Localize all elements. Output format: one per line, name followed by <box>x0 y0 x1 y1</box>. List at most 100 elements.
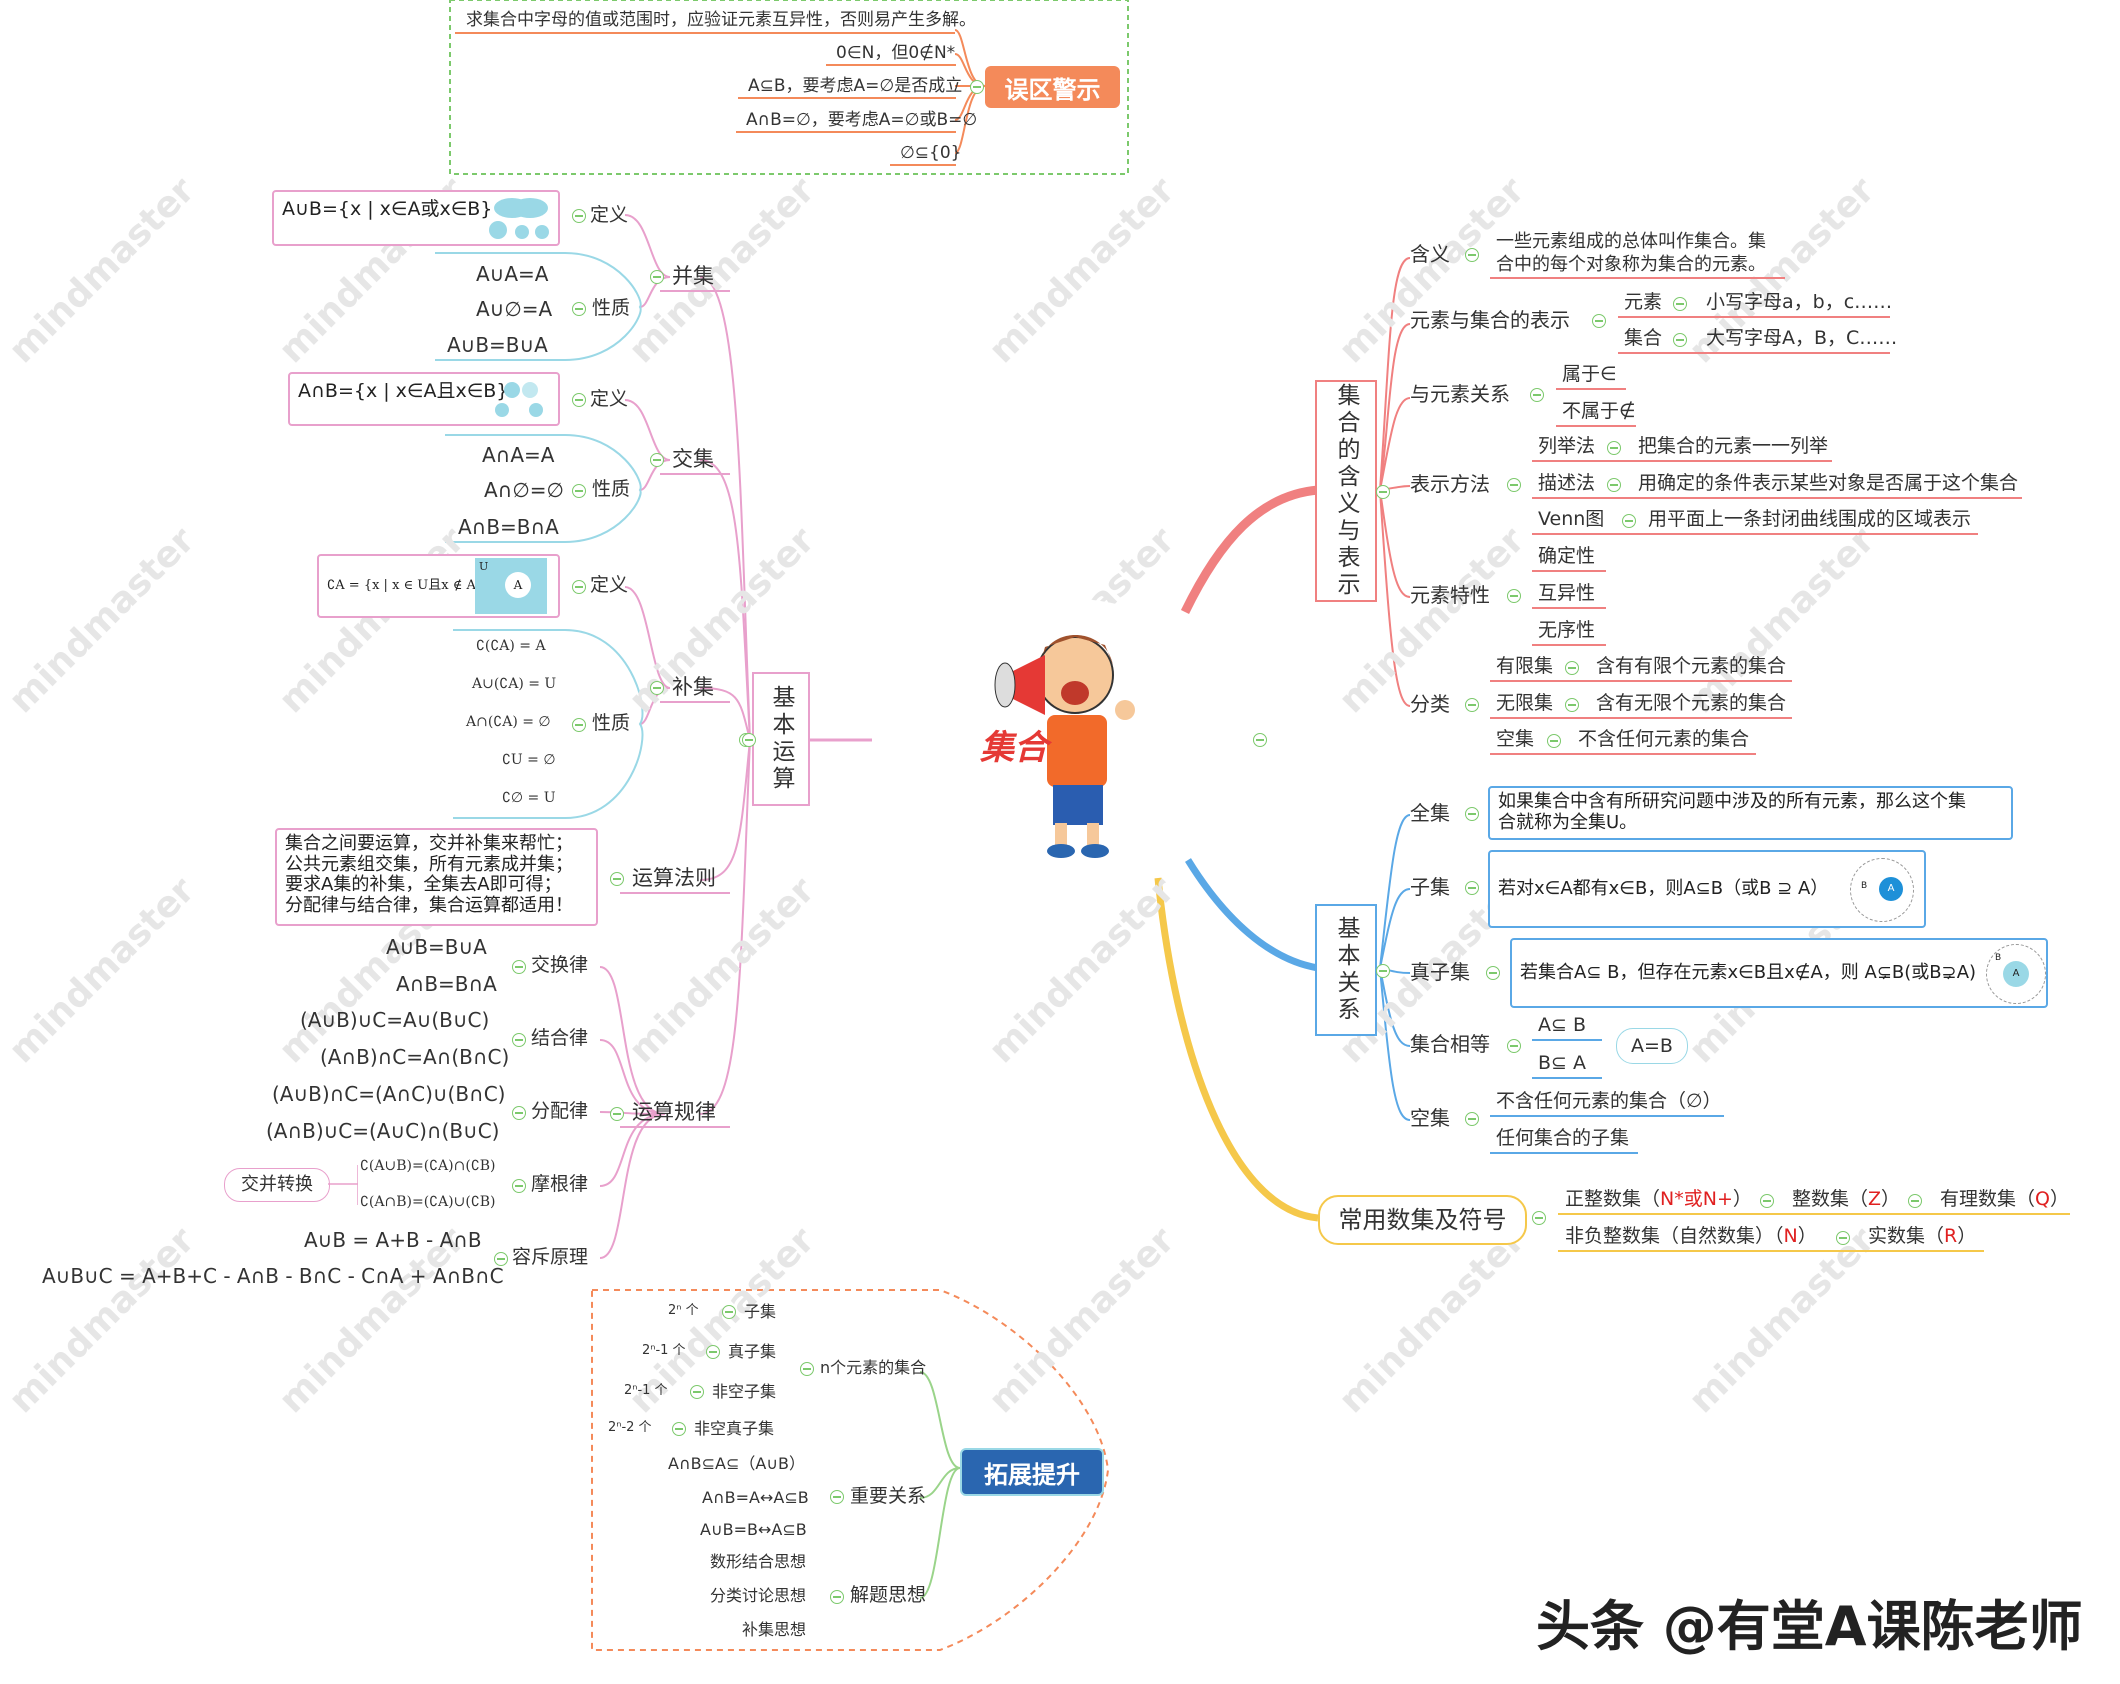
law-item: (A∩B)∩C=A∩(B∩C) <box>320 1045 510 1069</box>
prop-item: 无序性 <box>1538 619 1596 641</box>
method-value: 用平面上一条封闭曲线围成的区域表示 <box>1648 508 1972 530</box>
collapse-icon[interactable] <box>1465 881 1479 895</box>
collapse-icon[interactable] <box>1507 478 1521 492</box>
notation-elem-label: 元素 <box>1624 291 1663 313</box>
complement-prop: ∁(∁A) = A <box>476 638 546 654</box>
rules-line: 公共元素组交集，所有元素成并集； <box>285 853 573 875</box>
collapse-icon[interactable] <box>1836 1231 1850 1245</box>
collapse-icon[interactable] <box>512 1106 526 1120</box>
collapse-icon[interactable] <box>1622 514 1636 528</box>
collapse-icon[interactable] <box>1465 248 1479 262</box>
collapse-icon[interactable] <box>1673 333 1687 347</box>
number-set: 有理数集（Q） <box>1940 1188 2069 1210</box>
venn-intersect-icon <box>495 382 543 417</box>
footer-credit: 头条 @有堂A课陈老师 <box>1536 1595 2083 1658</box>
collapse-icon[interactable] <box>970 80 984 94</box>
collapse-icon[interactable] <box>572 484 586 498</box>
collapse-icon[interactable] <box>706 1345 720 1359</box>
collapse-icon[interactable] <box>1486 966 1500 980</box>
collapse-icon[interactable] <box>610 872 624 886</box>
underline <box>1618 352 1890 354</box>
underline <box>890 164 956 166</box>
collapse-icon[interactable] <box>650 453 664 467</box>
law-item: (A∩B)∪C=(A∪C)∩(B∪C) <box>266 1119 500 1143</box>
collapse-icon[interactable] <box>672 1422 686 1436</box>
collapse-icon[interactable] <box>1465 1112 1479 1126</box>
complement-def-text: ∁A = {x | x ∈ U且x ∉ A} <box>327 578 485 593</box>
relation-label: 与元素关系 <box>1410 382 1510 406</box>
collapse-icon[interactable] <box>494 1252 508 1266</box>
collapse-icon[interactable] <box>830 1490 844 1504</box>
relations-node[interactable]: 基本关系 <box>1315 904 1377 1036</box>
complement-prop: ∁U = ∅ <box>502 752 556 768</box>
empty-item: 任何集合的子集 <box>1496 1127 1630 1149</box>
extend-node[interactable]: 拓展提升 <box>960 1448 1104 1496</box>
collapse-icon[interactable] <box>1760 1194 1774 1208</box>
collapse-icon[interactable] <box>1465 807 1479 821</box>
collapse-icon[interactable] <box>512 1033 526 1047</box>
complement-def-box: ∁A = {x | x ∈ U且x ∉ A} U A <box>317 554 560 618</box>
collapse-icon[interactable] <box>650 270 664 284</box>
collapse-icon[interactable] <box>572 580 586 594</box>
law-item: A∪B∪C = A+B+C - A∩B - B∩C - C∩A + A∩B∩C <box>42 1264 504 1288</box>
collapse-icon[interactable] <box>1673 297 1687 311</box>
underline <box>1558 1250 1984 1252</box>
collapse-icon[interactable] <box>1607 441 1621 455</box>
collapse-icon[interactable] <box>1376 485 1390 499</box>
underline <box>1490 277 1785 279</box>
collapse-icon[interactable] <box>1530 388 1544 402</box>
collapse-icon[interactable] <box>800 1362 814 1376</box>
collapse-icon[interactable] <box>572 302 586 316</box>
collapse-icon[interactable] <box>1532 1211 1546 1225</box>
collapse-icon[interactable] <box>830 1590 844 1604</box>
collapse-icon[interactable] <box>572 718 586 732</box>
collapse-icon[interactable] <box>512 960 526 974</box>
collapse-icon[interactable] <box>610 1107 624 1121</box>
thinking-item: 补集思想 <box>742 1620 807 1639</box>
numbers-node[interactable]: 常用数集及符号 <box>1318 1195 1527 1245</box>
warn-node[interactable]: 误区警示 <box>985 66 1120 108</box>
collapse-icon[interactable] <box>1565 661 1579 675</box>
venn-complement-icon: U A <box>475 558 547 614</box>
collapse-icon[interactable] <box>572 209 586 223</box>
collapse-icon[interactable] <box>690 1385 704 1399</box>
underline <box>1556 425 1636 427</box>
complement-prop: A∩(∁A) = ∅ <box>466 714 551 730</box>
underline <box>1532 607 1606 609</box>
collapse-icon[interactable] <box>1376 964 1390 978</box>
rules-line: 集合之间要运算，交并补集来帮忙； <box>285 833 573 854</box>
notation-set-label: 集合 <box>1624 327 1663 349</box>
rules-label: 运算法则 <box>632 866 716 890</box>
collapse-icon[interactable] <box>650 681 664 695</box>
universal-text: 如果集合中含有所研究问题中涉及的所有元素，那么这个集 <box>1498 791 1966 812</box>
basic-ops-node[interactable]: 基本运算 <box>752 672 810 806</box>
equal-item: A⊆ B <box>1538 1014 1586 1036</box>
collapse-icon[interactable] <box>722 1305 736 1319</box>
collapse-icon[interactable] <box>1908 1194 1922 1208</box>
notation-label: 元素与集合的表示 <box>1410 308 1570 332</box>
cls-value: 不含任何元素的集合 <box>1578 728 1750 750</box>
meaning-node[interactable]: 集合的含义与表示 <box>1315 380 1377 602</box>
collapse-icon[interactable] <box>742 733 756 747</box>
rules-line: 要求A集的补集，全集去A即可得； <box>285 874 562 896</box>
underline <box>620 1126 730 1128</box>
collapse-icon[interactable] <box>1253 733 1267 747</box>
collapse-icon[interactable] <box>512 1179 526 1193</box>
collapse-icon[interactable] <box>1507 589 1521 603</box>
subset-box: 若对x∈A都有x∈B，则A⊆B（或B ⊇ A） B A <box>1488 850 1926 928</box>
collapse-icon[interactable] <box>1465 698 1479 712</box>
law-item: A∪B = A+B - A∩B <box>304 1228 482 1252</box>
collapse-icon[interactable] <box>1547 734 1561 748</box>
union-prop: A∪∅=A <box>476 297 553 321</box>
collapse-icon[interactable] <box>1507 1039 1521 1053</box>
associative-label: 结合律 <box>531 1027 589 1049</box>
important-item: A∪B=B↔A⊆B <box>700 1520 807 1539</box>
warn-item: 求集合中字母的值或范围时，应验证元素互异性，否则易产生多解。 <box>466 10 976 30</box>
rules-line: 分配律与结合律，集合运算都适用！ <box>285 895 573 917</box>
venn-a-circle: A <box>2003 961 2029 987</box>
collapse-icon[interactable] <box>1592 314 1606 328</box>
collapse-icon[interactable] <box>572 393 586 407</box>
collapse-icon[interactable] <box>1607 478 1621 492</box>
collapse-icon[interactable] <box>1565 698 1579 712</box>
underline <box>1490 1152 1638 1154</box>
